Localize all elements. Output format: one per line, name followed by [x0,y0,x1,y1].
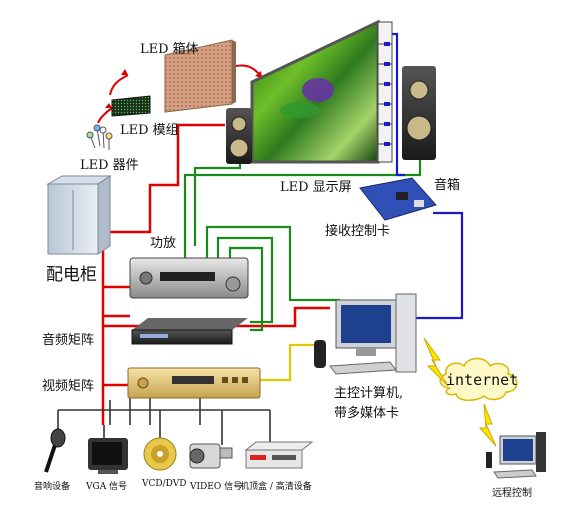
led-device-label: LED 器件 [80,158,139,173]
speaker-left-image [226,108,252,164]
lightning-icon [423,337,497,447]
internet-cloud-image [439,357,518,401]
internet-label: internet [446,371,519,389]
video-matrix-label: 视频矩阵 [42,379,95,394]
set-top-box-icon [244,441,314,469]
camcorder-icon [189,443,233,469]
speaker-label: 音箱 [434,178,461,193]
arrow-head [255,71,262,78]
led-box-image [164,39,236,113]
remote-control-label: 远程控制 [492,488,532,499]
host-computer-label-line2: 带多媒体卡 [334,406,400,421]
disc-icon [143,437,177,471]
remote-computer-image [486,432,546,479]
signal-bus [57,396,271,445]
arrow-head [121,69,128,75]
source-label-audio: 音响设备 [34,482,71,492]
amplifier-label: 功放 [150,236,177,251]
led-screen-image [250,19,393,164]
led-box-label: LED 箱体 [140,42,199,57]
host-computer-image [314,293,417,375]
source-label-video: VIDEO 信号 [190,482,243,492]
video-matrix-image [127,367,261,399]
amplifier-image [129,257,249,299]
led-screen-label: LED 显示屏 [280,180,352,195]
source-label-dvd: VCD/DVD [142,479,187,489]
receiver-card-label: 接收控制卡 [325,224,391,239]
receiver-card-image [359,177,437,221]
audio-matrix-label: 音频矩阵 [42,333,95,348]
arrow-head [105,103,112,108]
led-module-image [111,95,151,117]
led-device-image [86,124,113,150]
led-module-label: LED 模组 [120,123,179,138]
audio-matrix-image [131,318,248,345]
power-cabinet-label: 配电柜 [46,265,97,285]
source-label-vga: VGA 信号 [86,482,128,492]
source-label-stb: 机顶盒 / 高清设备 [240,482,312,492]
speaker-right-image [402,66,436,160]
video-lines [260,343,320,382]
power-cabinet-image [46,175,112,255]
microphone-icon [44,428,66,473]
tv-icon [88,438,128,474]
host-computer-label-line1: 主控计算机, [334,386,404,401]
data-lines [390,32,464,320]
